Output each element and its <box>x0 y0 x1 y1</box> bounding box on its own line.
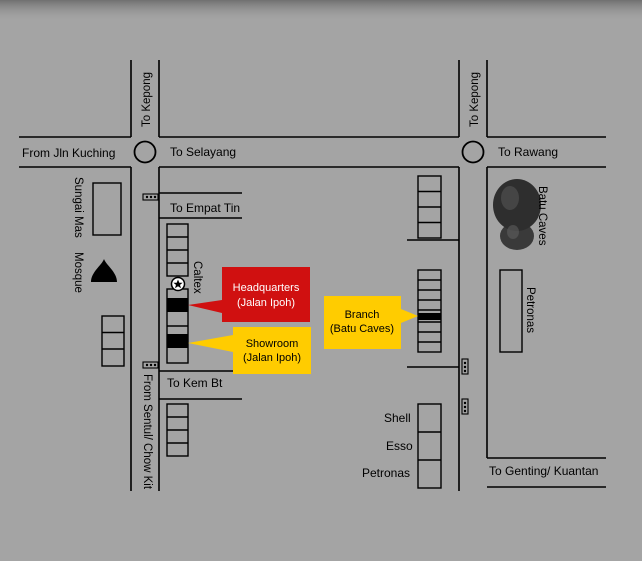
label-petronas-bottom: Petronas <box>362 466 410 480</box>
road-network <box>19 60 606 491</box>
traffic-light-icon <box>461 398 469 415</box>
traffic-light-icon <box>142 193 159 201</box>
road-label-kepong-left: To Kepong <box>141 72 153 127</box>
road-label-kem-bt: To Kem Bt <box>167 376 223 390</box>
label-esso: Esso <box>386 439 413 453</box>
building-block-branch <box>417 269 442 353</box>
branch-callout[interactable]: Branch (Batu Caves) <box>324 296 418 349</box>
road-label-empat-tin: To Empat Tin <box>170 201 240 215</box>
road-label-jln-kuching: From Jln Kuching <box>22 146 115 160</box>
headquarters-title: Headquarters <box>233 282 300 294</box>
petronas-right-building <box>499 269 523 353</box>
label-petronas-right: Petronas <box>524 287 536 333</box>
headquarters-callout[interactable]: Headquarters (Jalan Ipoh) <box>188 267 310 322</box>
showroom-subtitle: (Jalan Ipoh) <box>243 352 301 364</box>
label-sungai-mas: Sungai Mas <box>72 177 84 238</box>
petrol-station-icon <box>170 276 186 292</box>
roundabout-left-icon <box>133 140 157 164</box>
road-label-kepong-right: To Kepong <box>469 72 481 127</box>
label-shell: Shell <box>384 411 411 425</box>
mosque-icon <box>91 259 117 282</box>
showroom-title: Showroom <box>246 338 299 350</box>
headquarters-unit <box>167 298 188 312</box>
showroom-callout[interactable]: Showroom (Jalan Ipoh) <box>188 327 311 374</box>
batu-caves-icon <box>493 179 541 250</box>
road-label-genting: To Genting/ Kuantan <box>489 464 598 478</box>
sungai-mas-building <box>92 182 122 236</box>
branch-unit <box>418 313 441 320</box>
branch-subtitle: (Batu Caves) <box>330 323 394 335</box>
road-label-sentul: From Sentul/ Chow Kit <box>141 374 153 490</box>
road-label-rawang: To Rawang <box>498 145 558 159</box>
showroom-unit <box>167 334 188 348</box>
label-mosque: Mosque <box>72 252 84 293</box>
traffic-light-icon <box>142 361 159 369</box>
top-shadow <box>0 0 642 22</box>
label-batu-caves: Batu Caves <box>536 186 548 246</box>
road-label-selayang: To Selayang <box>170 145 236 159</box>
roundabout-right-icon <box>461 140 485 164</box>
branch-title: Branch <box>345 309 380 321</box>
headquarters-subtitle: (Jalan Ipoh) <box>237 297 295 309</box>
label-caltex: Caltex <box>191 261 203 294</box>
traffic-light-icon <box>461 358 469 375</box>
petrol-stations-block <box>417 403 442 489</box>
building-block-left <box>101 315 125 367</box>
